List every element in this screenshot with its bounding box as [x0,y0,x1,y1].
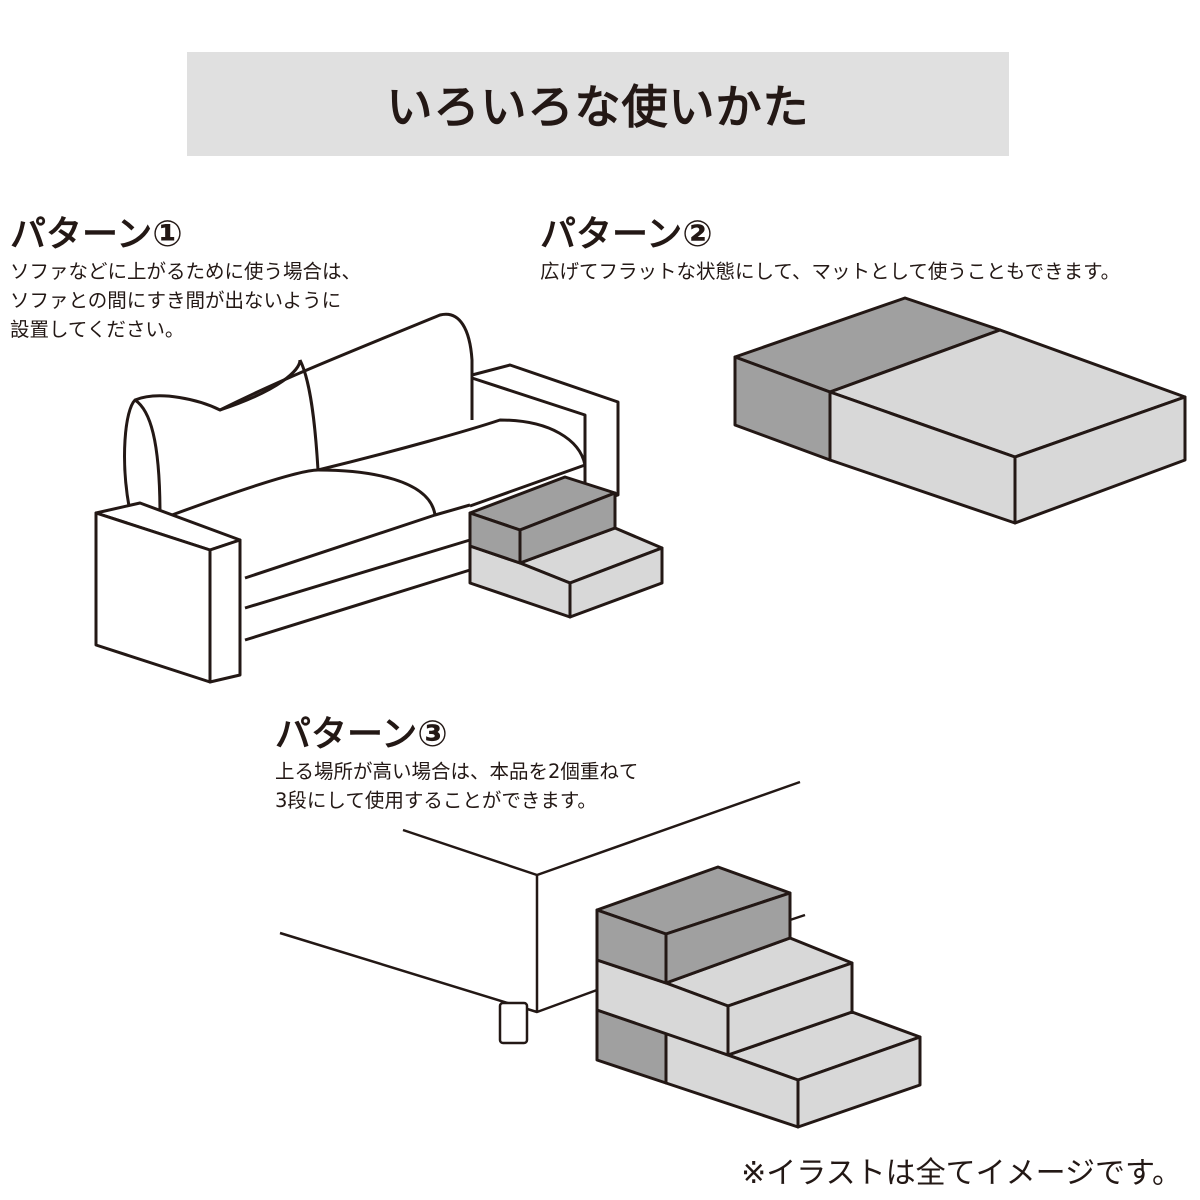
pattern-3-title: パターン③ [275,714,448,755]
page-title: いろいろな使いかた [386,80,810,134]
title-banner: いろいろな使いかた [187,52,1009,156]
pattern-1-description: ソファなどに上がるために使う場合は、 ソファとの間にすき間が出ないように 設置し… [10,257,361,344]
description-line: 設置してください。 [10,318,185,341]
description-line: 3段にして使用することができます。 [275,789,597,812]
image-disclaimer: ※イラストは全てイメージです。 [741,1156,1182,1191]
pattern-1-title: パターン① [10,214,183,255]
description-line: 広げてフラットな状態にして、マットとして使うこともできます。 [540,260,1121,283]
pattern-2-title: パターン② [540,214,713,255]
bed-illustration [279,780,806,1045]
flat-mat-pattern-2 [733,296,1187,525]
pattern-3-description: 上る場所が高い場合は、本品を2個重ねて 3段にして使用することができます。 [275,757,638,815]
stacked-steps-pattern-3 [595,865,922,1129]
sofa-illustration [94,312,620,684]
step-block-pattern-1 [468,475,664,619]
pattern-2-description: 広げてフラットな状態にして、マットとして使うこともできます。 [540,257,1120,286]
description-line: ソファとの間にすき間が出ないように [10,289,342,312]
description-line: ソファなどに上がるために使う場合は、 [10,260,362,283]
description-line: 上る場所が高い場合は、本品を2個重ねて [275,760,639,783]
